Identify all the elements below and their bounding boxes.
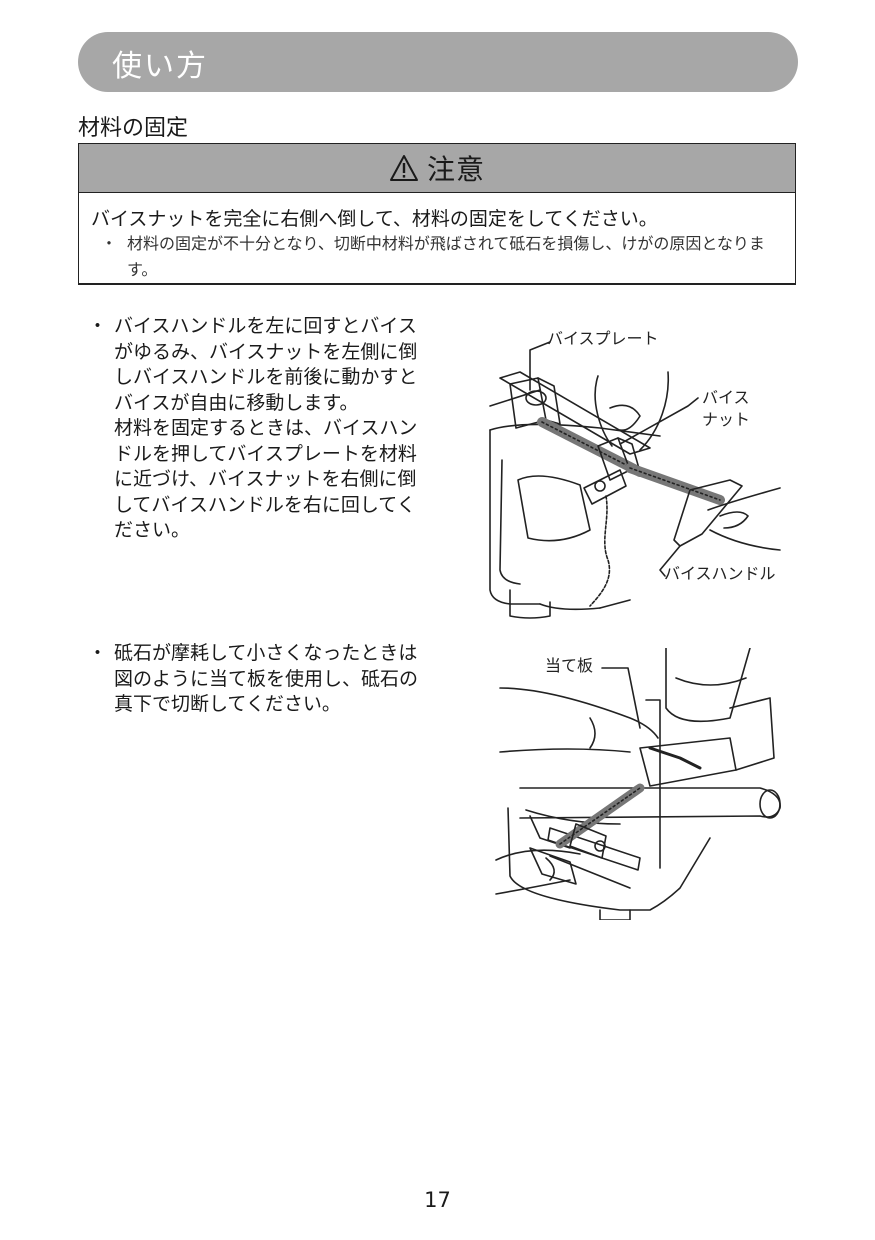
header-title: 使い方	[112, 49, 208, 84]
bullet: ・	[88, 642, 108, 664]
caution-box: 注意 バイスナットを完全に右側へ倒して、材料の固定をしてください。 ・ 材料の固…	[78, 143, 796, 285]
header-bar: 使い方	[78, 32, 798, 92]
caution-note-text: 材料の固定が不十分となり、切断中材料が飛ばされて砥石を損傷し、けがの原因となりま…	[127, 234, 765, 279]
instruction-vise: ・ バイスハンドルを左に回すとバイス がゆるみ、バイスナットを左側に倒 しバイス…	[88, 314, 463, 544]
caution-main-text: バイスナットを完全に右側へ倒して、材料の固定をしてください。	[91, 208, 658, 230]
caution-heading: 注意	[426, 153, 485, 186]
bullet: ・	[88, 315, 108, 337]
caution-header: 注意	[79, 144, 795, 193]
label-vise-plate: バイスプレート	[547, 329, 659, 348]
cutting-illustration	[495, 648, 781, 920]
vise-illustration	[489, 341, 781, 619]
label-backing-plate: 当て板	[545, 656, 594, 675]
section-title: 材料の固定	[78, 116, 189, 141]
label-vise-nut: バイス ナット	[702, 388, 751, 429]
label-vise-handle: バイスハンドル	[664, 564, 776, 583]
instruction-text: 砥石が摩耗して小さくなったときは 図のように当て板を使用し、砥石の 真下で切断し…	[114, 642, 419, 715]
instruction-backing-plate: ・ 砥石が摩耗して小さくなったときは 図のように当て板を使用し、砥石の 真下で切…	[88, 641, 463, 718]
instruction-text: バイスハンドルを左に回すとバイス がゆるみ、バイスナットを左側に倒 しバイスハン…	[114, 315, 418, 541]
bullet: ・	[101, 234, 118, 253]
caution-note: ・ 材料の固定が不十分となり、切断中材料が飛ばされて砥石を損傷し、けがの原因とな…	[91, 231, 787, 283]
warning-icon	[389, 155, 418, 181]
page-number: 17	[424, 1188, 451, 1212]
